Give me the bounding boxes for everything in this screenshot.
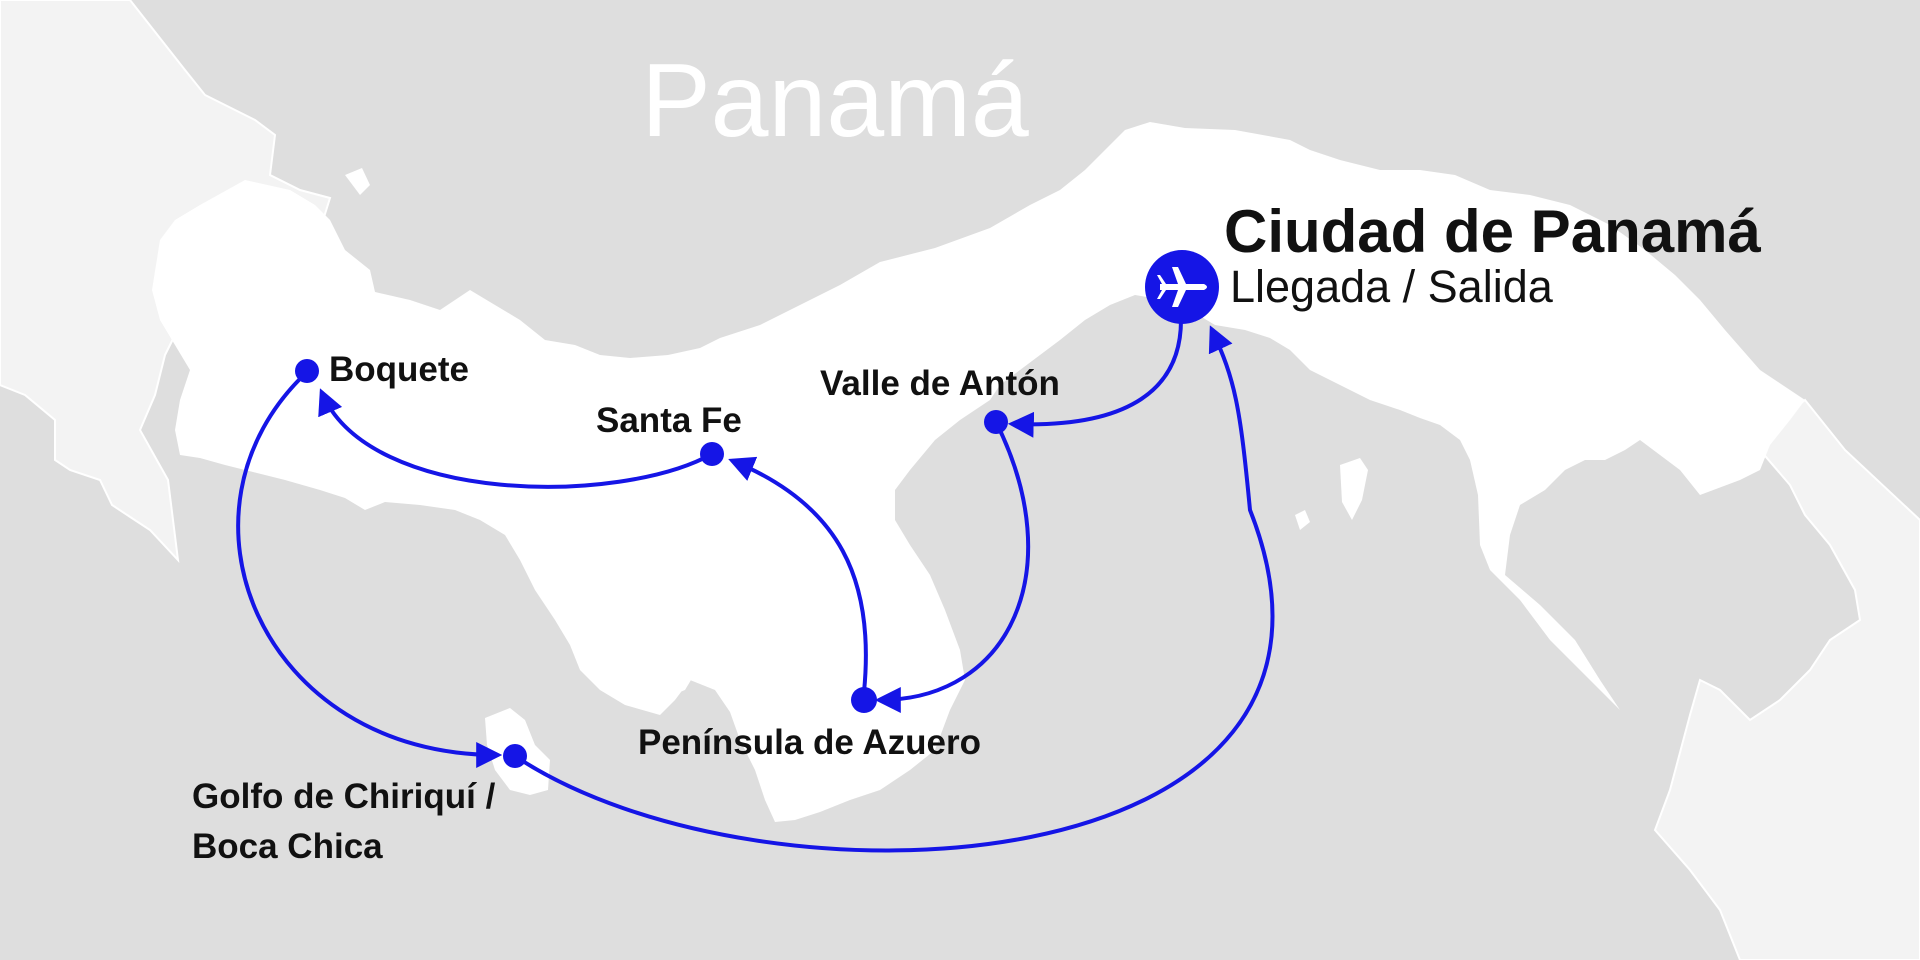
island-coiba xyxy=(655,625,705,698)
marker-peninsula-de-azuero[interactable] xyxy=(851,687,877,713)
route-santa-fe-to-boquete xyxy=(318,388,714,489)
route-valle-to-azuero xyxy=(874,420,1031,713)
stop-label-peninsula-de-azuero: Península de Azuero xyxy=(638,723,981,762)
route-boquete-to-golfo xyxy=(236,370,503,768)
route-capital-to-valle xyxy=(1007,318,1183,438)
airplane-icon xyxy=(1157,267,1207,307)
route-lines xyxy=(236,318,1275,853)
island-pearl-1 xyxy=(1340,458,1368,520)
marker-santa-fe[interactable] xyxy=(700,442,724,466)
island-bocas xyxy=(345,168,370,195)
country-label: Panamá xyxy=(641,43,1029,159)
capital-subtitle-label: Llegada / Salida xyxy=(1230,261,1554,312)
route-golfo-to-capital xyxy=(513,325,1275,853)
stop-label-valle-de-anton: Valle de Antón xyxy=(820,364,1060,403)
stop-label-golfo-line1: Golfo de Chiriquí / xyxy=(192,777,496,816)
stop-markers xyxy=(295,359,1008,768)
panama-landmass xyxy=(152,122,1805,822)
island-pearl-2 xyxy=(1295,510,1310,530)
capital-name-label: Ciudad de Panamá xyxy=(1224,198,1761,265)
route-azuero-to-santa-fe xyxy=(728,456,868,694)
stop-label-golfo-line2: Boca Chica xyxy=(192,827,383,866)
stop-label-santa-fe: Santa Fe xyxy=(596,401,742,440)
capital-marker[interactable] xyxy=(1145,250,1219,324)
stop-label-boquete: Boquete xyxy=(329,350,469,389)
marker-boquete[interactable] xyxy=(295,359,319,383)
marker-valle-de-anton[interactable] xyxy=(984,410,1008,434)
marker-golfo-de-chiriqui[interactable] xyxy=(503,744,527,768)
